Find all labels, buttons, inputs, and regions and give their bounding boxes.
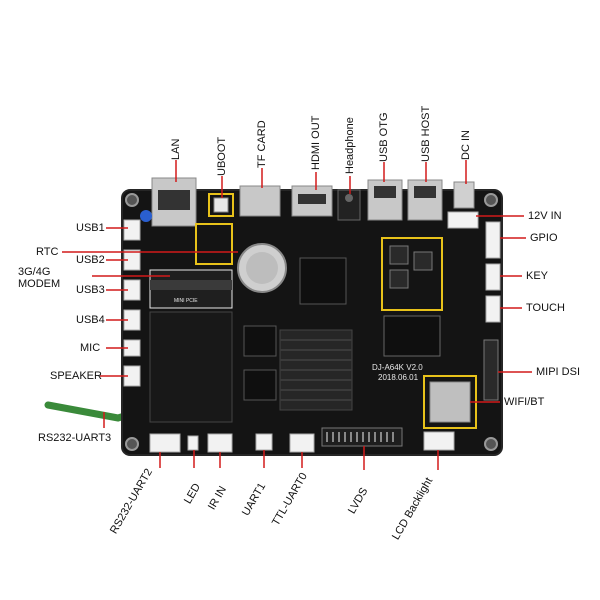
label-usb4: USB4 bbox=[76, 314, 105, 326]
usb1-blue-component bbox=[140, 210, 152, 222]
rs232-uart2-header bbox=[149, 433, 181, 453]
mini-pcie-silk: MINI PCIE bbox=[174, 298, 198, 304]
mount-hole-bl bbox=[125, 437, 139, 451]
v12-in-header bbox=[447, 211, 479, 229]
label-mipi-dsi: MIPI DSI bbox=[536, 366, 581, 378]
dc-in-jack bbox=[453, 181, 475, 209]
board-date-silk: 2018.06.01 bbox=[378, 373, 419, 382]
headphone-jack-hole bbox=[345, 194, 353, 202]
usb-otg-opening bbox=[374, 186, 396, 198]
chip-center bbox=[299, 257, 347, 305]
label-key: KEY bbox=[526, 270, 549, 282]
inductor-1 bbox=[389, 245, 409, 265]
label-usb3: USB3 bbox=[76, 284, 105, 296]
inductor-2 bbox=[389, 269, 409, 289]
headphone-jack bbox=[337, 189, 361, 221]
lvds-pins bbox=[326, 432, 394, 442]
mount-hole-tr bbox=[484, 193, 498, 207]
label-12v-in: 12V IN bbox=[528, 210, 562, 222]
label-rtc: RTC bbox=[36, 246, 59, 258]
label-usb1: USB1 bbox=[76, 222, 105, 234]
heatsink-fins bbox=[280, 339, 352, 401]
mipi-dsi-connector bbox=[483, 339, 499, 401]
label-lan: LAN bbox=[170, 138, 182, 160]
ttl-uart0-header bbox=[289, 433, 315, 453]
uart1-header bbox=[255, 433, 273, 451]
label-usb-host: USB HOST bbox=[420, 105, 432, 162]
inductor-3 bbox=[413, 251, 433, 271]
label-usb-otg: USB OTG bbox=[378, 112, 390, 162]
label-speaker: SPEAKER bbox=[50, 370, 102, 382]
rtc-battery-inner bbox=[246, 252, 278, 284]
ir-in-header bbox=[207, 433, 233, 453]
hdmi-port-opening bbox=[298, 194, 326, 204]
mini-pcie-card-area bbox=[149, 311, 233, 423]
board-model-silk: DJ-A64K V2.0 bbox=[372, 363, 423, 372]
leader-lines bbox=[62, 160, 532, 470]
label-headphone: Headphone bbox=[344, 117, 356, 174]
key-header bbox=[485, 263, 501, 291]
mount-hole-tl bbox=[125, 193, 139, 207]
mount-hole-br bbox=[484, 437, 498, 451]
mini-pcie-connector bbox=[150, 280, 232, 290]
label-dc-in: DC IN bbox=[460, 130, 472, 160]
memory-chip-2 bbox=[243, 369, 277, 401]
label-usb2: USB2 bbox=[76, 254, 105, 266]
lcd-backlight-header bbox=[423, 431, 455, 451]
label-modem-line1: 3G/4G bbox=[18, 266, 51, 278]
gpio-header bbox=[485, 221, 501, 259]
usb1-header bbox=[123, 219, 141, 241]
emmc-chip bbox=[383, 315, 441, 357]
label-rs232-uart3: RS232-UART3 bbox=[38, 432, 112, 444]
label-gpio: GPIO bbox=[530, 232, 558, 244]
led-component bbox=[187, 435, 199, 451]
uboot-button bbox=[213, 197, 229, 213]
label-uboot: UBOOT bbox=[216, 136, 228, 176]
label-touch: TOUCH bbox=[526, 302, 565, 314]
label-mic: MIC bbox=[80, 342, 101, 354]
tf-card-slot bbox=[239, 185, 281, 217]
label-hdmi-out: HDMI OUT bbox=[310, 115, 322, 170]
rtc-highlight bbox=[195, 223, 233, 265]
wifi-module bbox=[429, 381, 471, 423]
usb-host-opening bbox=[414, 186, 436, 198]
lan-port-opening bbox=[158, 190, 190, 210]
memory-chip-1 bbox=[243, 325, 277, 357]
label-tf-card: TF CARD bbox=[256, 120, 268, 168]
label-modem-line2: MODEM bbox=[18, 278, 61, 290]
touch-header bbox=[485, 295, 501, 323]
label-wifi-bt: WIFI/BT bbox=[504, 396, 545, 408]
uboot-highlight bbox=[208, 193, 234, 217]
power-highlight bbox=[381, 237, 443, 311]
